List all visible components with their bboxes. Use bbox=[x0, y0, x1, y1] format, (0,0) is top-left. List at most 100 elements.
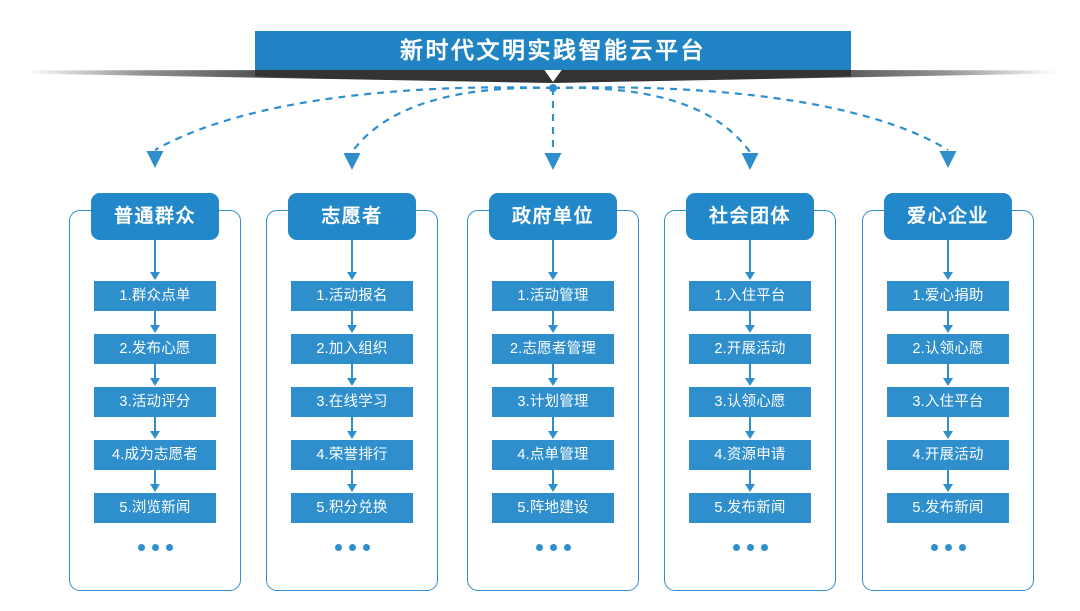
list-item-label: 5.阵地建设 bbox=[517, 499, 589, 516]
item-stem bbox=[947, 364, 949, 378]
list-item-label: 3.计划管理 bbox=[517, 393, 589, 410]
item-connector bbox=[745, 364, 755, 387]
item-stem bbox=[947, 311, 949, 325]
platform-title-bar: 新时代文明实践智能云平台 bbox=[255, 31, 851, 70]
list-item[interactable]: 3.在线学习 bbox=[291, 387, 413, 417]
list-item[interactable]: 3.计划管理 bbox=[492, 387, 614, 417]
list-item-label: 1.群众点单 bbox=[119, 287, 191, 304]
item-stem bbox=[947, 470, 949, 484]
item-stem bbox=[154, 417, 156, 431]
more-items-ellipsis[interactable] bbox=[334, 544, 370, 551]
column-body: 1.入住平台 2.开展活动 3.认领心愿 bbox=[664, 240, 836, 591]
more-items-ellipsis[interactable] bbox=[137, 544, 173, 551]
list-item-label: 1.入住平台 bbox=[714, 287, 786, 304]
list-item[interactable]: 5.发布新闻 bbox=[689, 493, 811, 523]
more-items-ellipsis[interactable] bbox=[930, 544, 966, 551]
list-item[interactable]: 2.志愿者管理 bbox=[492, 334, 614, 364]
more-items-ellipsis[interactable] bbox=[535, 544, 571, 551]
list-item[interactable]: 5.阵地建设 bbox=[492, 493, 614, 523]
list-item[interactable]: 5.浏览新闻 bbox=[94, 493, 216, 523]
down-arrow-icon bbox=[745, 325, 755, 333]
item-connector bbox=[548, 417, 558, 440]
list-item[interactable]: 2.发布心愿 bbox=[94, 334, 216, 364]
item-connector bbox=[150, 364, 160, 387]
item-connector bbox=[548, 311, 558, 334]
list-item-label: 2.志愿者管理 bbox=[510, 340, 596, 357]
column-header-label: 爱心企业 bbox=[906, 206, 989, 227]
item-stem bbox=[552, 470, 554, 484]
ellipsis-dot bbox=[137, 544, 145, 551]
header-stem bbox=[552, 240, 554, 272]
down-arrow-icon bbox=[347, 325, 357, 333]
column-social-group[interactable]: 社会团体 1.入住平台 2.开展活动 bbox=[664, 193, 836, 591]
list-item[interactable]: 1.爱心捐助 bbox=[887, 281, 1009, 311]
list-item[interactable]: 4.荣誉排行 bbox=[291, 440, 413, 470]
list-item[interactable]: 2.开展活动 bbox=[689, 334, 811, 364]
more-items-ellipsis[interactable] bbox=[732, 544, 768, 551]
down-arrow-icon bbox=[548, 272, 558, 280]
list-item[interactable]: 1.入住平台 bbox=[689, 281, 811, 311]
column-body: 1.活动报名 2.加入组织 3.在线学习 bbox=[266, 240, 438, 591]
ellipsis-dot bbox=[930, 544, 938, 551]
down-arrow-icon bbox=[548, 484, 558, 492]
ellipsis-dot bbox=[348, 544, 356, 551]
down-arrow-icon bbox=[347, 378, 357, 386]
header-stem bbox=[351, 240, 353, 272]
column-header-caring-enterprise[interactable]: 爱心企业 bbox=[884, 193, 1012, 240]
column-header-volunteer[interactable]: 志愿者 bbox=[288, 193, 416, 240]
down-arrow-icon bbox=[943, 325, 953, 333]
ellipsis-dot bbox=[334, 544, 342, 551]
item-stem bbox=[552, 311, 554, 325]
list-item[interactable]: 2.认领心愿 bbox=[887, 334, 1009, 364]
list-item-label: 1.活动报名 bbox=[316, 287, 388, 304]
list-item[interactable]: 1.活动报名 bbox=[291, 281, 413, 311]
list-item[interactable]: 3.认领心愿 bbox=[689, 387, 811, 417]
list-item[interactable]: 5.发布新闻 bbox=[887, 493, 1009, 523]
list-item[interactable]: 1.群众点单 bbox=[94, 281, 216, 311]
list-item-label: 1.爱心捐助 bbox=[912, 287, 984, 304]
ellipsis-dot bbox=[958, 544, 966, 551]
list-item-label: 3.在线学习 bbox=[316, 393, 388, 410]
column-header-government-unit[interactable]: 政府单位 bbox=[489, 193, 617, 240]
list-item-label: 5.发布新闻 bbox=[714, 499, 786, 516]
list-item[interactable]: 3.入住平台 bbox=[887, 387, 1009, 417]
list-item[interactable]: 4.成为志愿者 bbox=[94, 440, 216, 470]
down-arrow-icon bbox=[548, 378, 558, 386]
ellipsis-dot bbox=[362, 544, 370, 551]
column-government-unit[interactable]: 政府单位 1.活动管理 2.志愿者管理 bbox=[467, 193, 639, 591]
item-stem bbox=[351, 364, 353, 378]
list-item-label: 2.认领心愿 bbox=[912, 340, 984, 357]
column-volunteer[interactable]: 志愿者 1.活动报名 2.加入组织 bbox=[266, 193, 438, 591]
list-item[interactable]: 2.加入组织 bbox=[291, 334, 413, 364]
banner-ribbon-shadow bbox=[25, 69, 1057, 83]
list-item[interactable]: 4.资源申请 bbox=[689, 440, 811, 470]
item-connector bbox=[548, 364, 558, 387]
column-header-social-group[interactable]: 社会团体 bbox=[686, 193, 814, 240]
item-stem bbox=[749, 470, 751, 484]
item-connector bbox=[347, 311, 357, 334]
column-caring-enterprise[interactable]: 爱心企业 1.爱心捐助 2.认领心愿 bbox=[862, 193, 1034, 591]
list-item[interactable]: 1.活动管理 bbox=[492, 281, 614, 311]
item-connector bbox=[943, 364, 953, 387]
list-item-label: 3.入住平台 bbox=[912, 393, 984, 410]
list-item[interactable]: 4.点单管理 bbox=[492, 440, 614, 470]
item-stem bbox=[154, 470, 156, 484]
list-item-label: 4.点单管理 bbox=[517, 446, 589, 463]
list-item[interactable]: 3.活动评分 bbox=[94, 387, 216, 417]
page-title: 新时代文明实践智能云平台 bbox=[400, 37, 706, 63]
down-arrow-icon bbox=[745, 378, 755, 386]
list-item-label: 5.浏览新闻 bbox=[119, 499, 191, 516]
list-item[interactable]: 4.开展活动 bbox=[887, 440, 1009, 470]
item-connector bbox=[943, 311, 953, 334]
item-stem bbox=[749, 417, 751, 431]
list-item[interactable]: 5.积分兑换 bbox=[291, 493, 413, 523]
item-stem bbox=[749, 311, 751, 325]
item-connector bbox=[943, 470, 953, 493]
column-header-label: 政府单位 bbox=[511, 206, 594, 227]
item-connector bbox=[548, 470, 558, 493]
down-arrow-icon bbox=[943, 431, 953, 439]
item-connector bbox=[150, 311, 160, 334]
column-header-general-public[interactable]: 普通群众 bbox=[91, 193, 219, 240]
column-general-public[interactable]: 普通群众 1.群众点单 2.发布心愿 bbox=[69, 193, 241, 591]
